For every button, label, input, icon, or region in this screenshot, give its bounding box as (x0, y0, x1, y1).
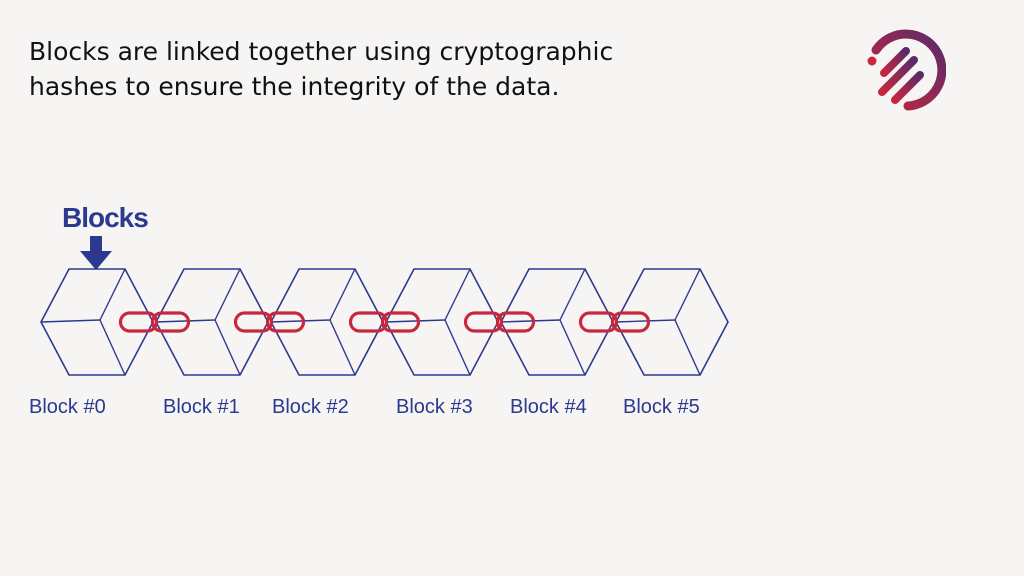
link-ring-left (578, 311, 619, 333)
block-edge (270, 319, 331, 323)
headline-line-1: Blocks are linked together using cryptog… (29, 37, 614, 66)
block-edge (329, 268, 356, 321)
block-edge (559, 319, 586, 376)
block-edge (444, 268, 471, 321)
block-edge (385, 319, 446, 323)
link-ring-left (463, 311, 504, 333)
block-edge (559, 268, 586, 321)
link-ring-right (380, 311, 421, 333)
block-label-2: Block #2 (272, 396, 349, 418)
logo-icon (867, 29, 946, 111)
link-ring-right (610, 311, 651, 333)
headline: Blocks are linked together using cryptog… (29, 34, 829, 104)
block-label-0: Block #0 (29, 396, 106, 418)
block-5 (615, 268, 729, 376)
blocks-pointer-label: Blocks (62, 202, 149, 233)
link-ring-left (348, 311, 389, 333)
link-ring-right (150, 311, 191, 333)
link-ring-left (118, 311, 159, 333)
arrow-down-icon (80, 236, 112, 270)
block-label-4: Block #4 (510, 396, 587, 418)
block-outline (615, 268, 729, 376)
block-edge (214, 268, 241, 321)
block-label-5: Block #5 (623, 396, 700, 418)
chain-link-3 (463, 311, 536, 333)
block-edge (500, 319, 561, 323)
link-ring-right (495, 311, 536, 333)
block-0 (40, 268, 154, 376)
chain-link-4 (578, 311, 651, 333)
block-edge (674, 268, 701, 321)
block-2 (270, 268, 384, 376)
block-label-3: Block #3 (396, 396, 473, 418)
block-edge (615, 319, 676, 323)
chain-link-1 (233, 311, 306, 333)
block-1 (155, 268, 269, 376)
block-edge (40, 319, 101, 323)
block-edge (99, 319, 126, 376)
block-edge (444, 319, 471, 376)
block-label-1: Block #1 (163, 396, 240, 418)
headline-line-2: hashes to ensure the integrity of the da… (29, 72, 560, 101)
link-ring-left (233, 311, 274, 333)
block-edge (155, 319, 216, 323)
chain-link-0 (118, 311, 191, 333)
block-3 (385, 268, 499, 376)
chain-link-2 (348, 311, 421, 333)
block-edge (214, 319, 241, 376)
block-edge (329, 319, 356, 376)
link-ring-right (265, 311, 306, 333)
block-4 (500, 268, 614, 376)
block-edge (674, 319, 701, 376)
block-edge (99, 268, 126, 321)
